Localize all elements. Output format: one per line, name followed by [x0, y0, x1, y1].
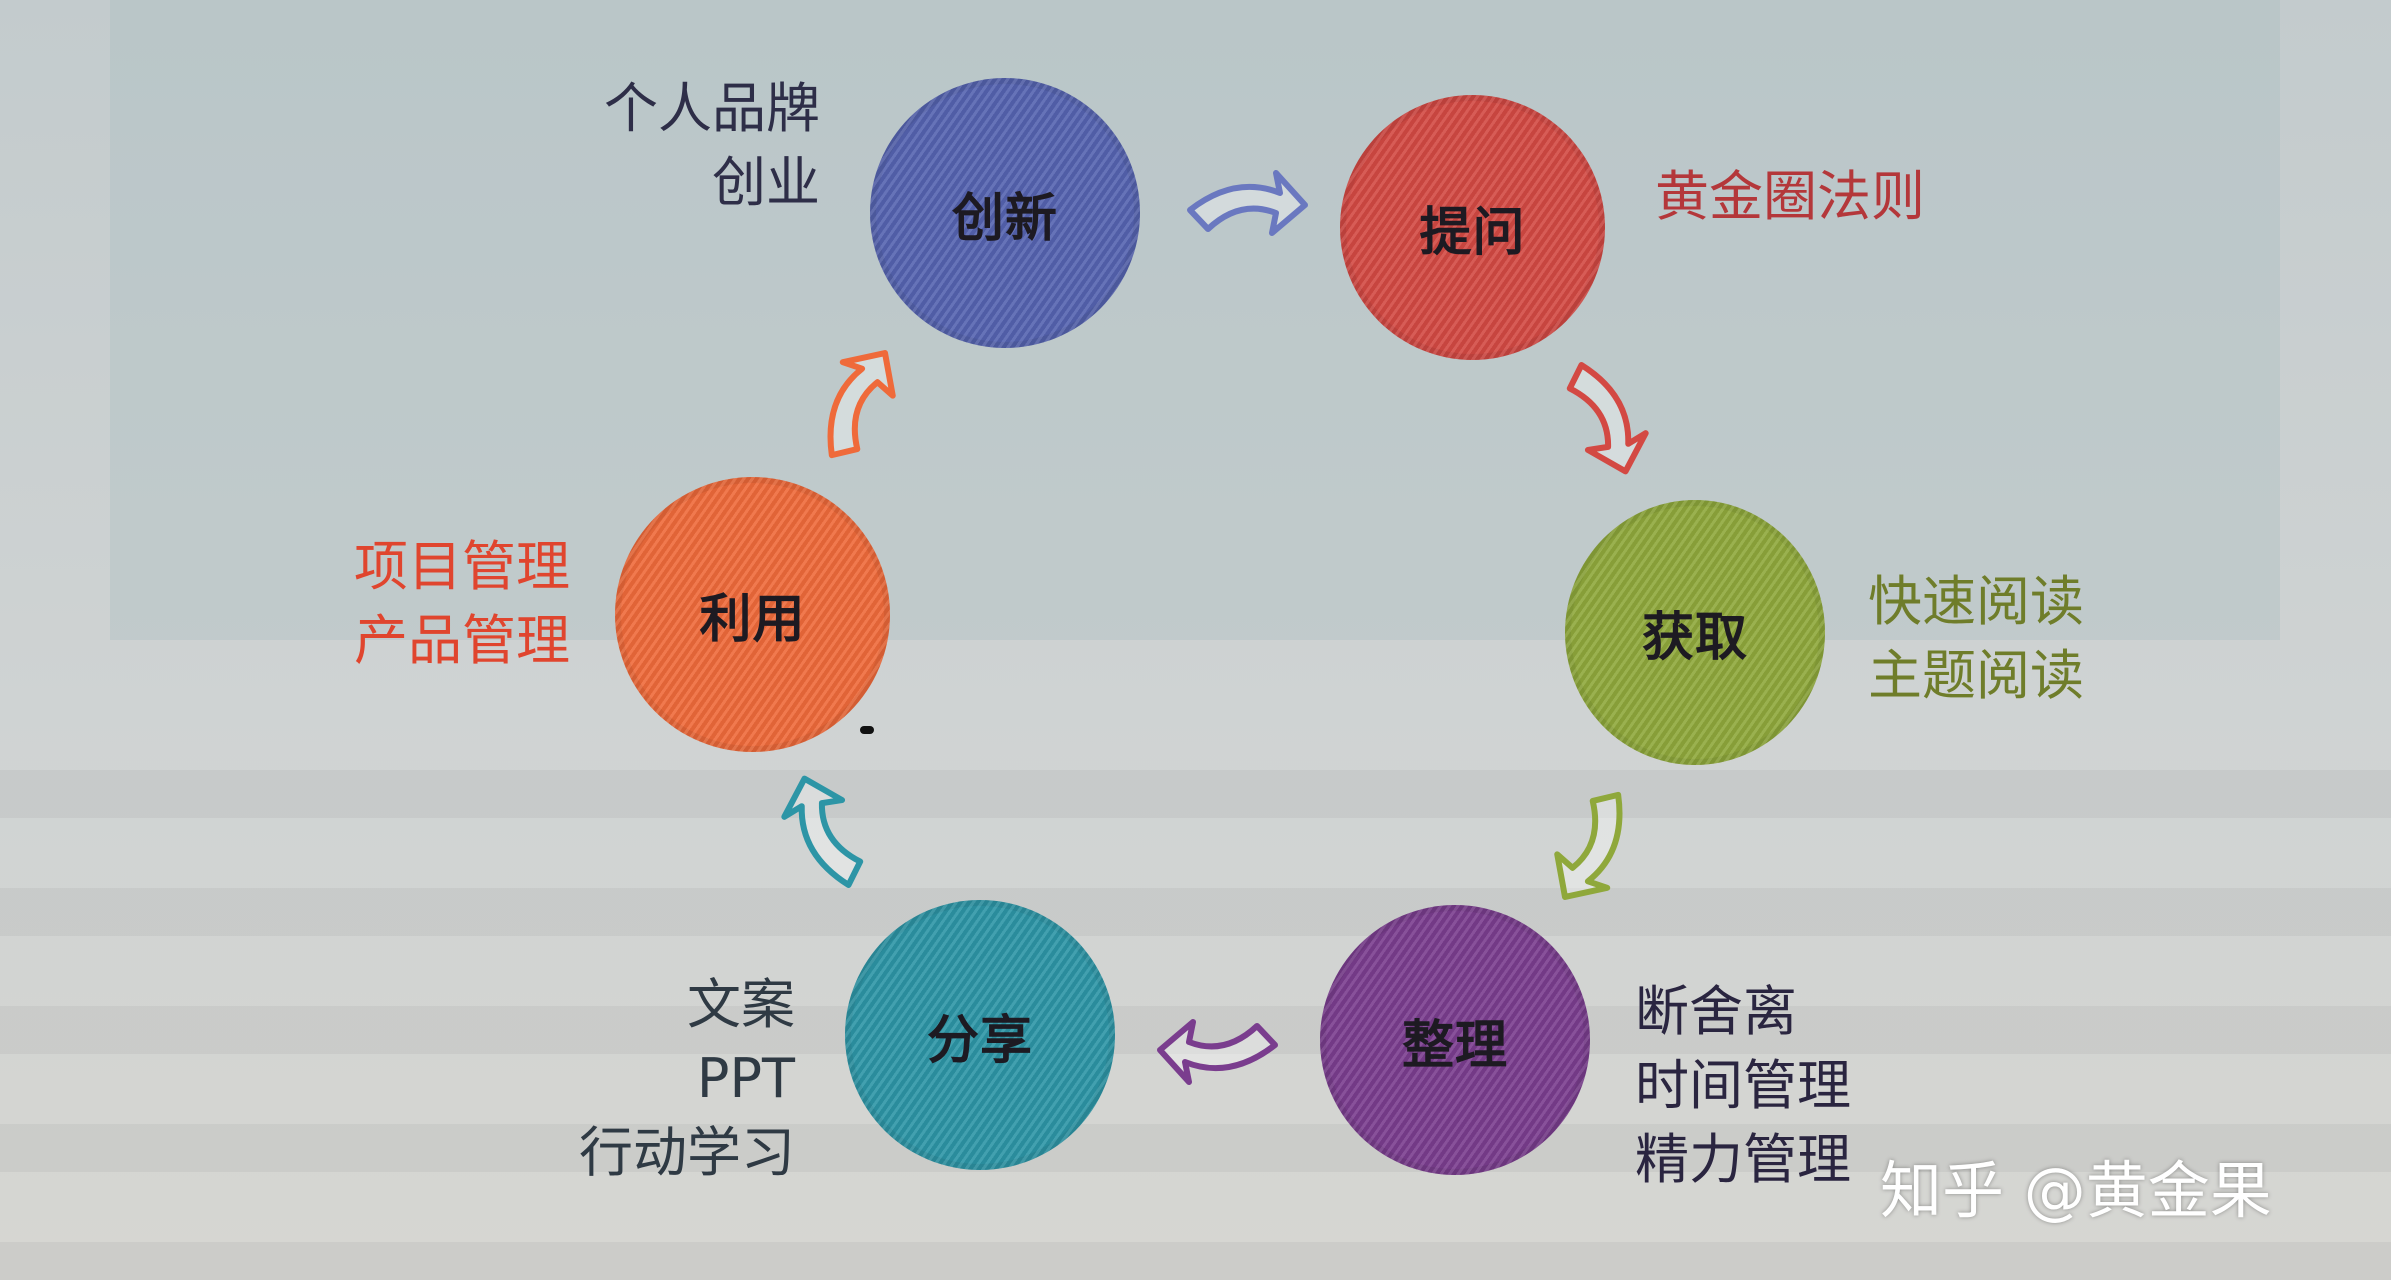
arrow-innovate-ask [1187, 170, 1308, 236]
arrow-ask-acquire [1566, 362, 1649, 475]
note-ask: 黄金圈法则 [1655, 160, 2055, 234]
note-share-line: 行动学习 [579, 1121, 795, 1184]
note-share: 文案 PPT 行动学习 [470, 968, 795, 1190]
node-share: 分享 [845, 900, 1115, 1170]
note-acquire: 快速阅读主题阅读 [1868, 565, 2188, 713]
node-ask-label: 提问 [1419, 203, 1526, 263]
node-innovate-label: 创新 [951, 188, 1058, 249]
note-utilize-line: 项目管理 [354, 535, 570, 598]
note-organize-line: 断舍离 [1635, 980, 1797, 1043]
note-organize: 断舍离时间管理精力管理 [1635, 975, 1995, 1197]
arrow-utilize-innovate [827, 350, 896, 459]
arrow-acquire-organize [1554, 791, 1623, 900]
node-organize-label: 整理 [1401, 1015, 1508, 1076]
note-innovate: 个人品牌创业 [520, 72, 820, 220]
watermark: 知乎 @黄金果 [1880, 1154, 2272, 1227]
node-utilize: 利用 [615, 477, 890, 752]
node-acquire: 获取 [1565, 500, 1825, 765]
note-organize-line: 精力管理 [1635, 1128, 1851, 1191]
arrow-share-utilize [781, 775, 864, 888]
note-organize-line: 时间管理 [1635, 1054, 1851, 1117]
note-innovate-line: 个人品牌 [604, 77, 820, 140]
note-share-line: 文案 [687, 973, 795, 1036]
node-innovate: 创新 [870, 78, 1140, 348]
note-utilize-line: 产品管理 [354, 609, 570, 672]
note-acquire-line: 快速阅读 [1868, 570, 2084, 633]
ink-mark [860, 726, 874, 734]
arrow-organize-share [1157, 1019, 1278, 1085]
note-share-line: PPT [696, 1047, 795, 1110]
shaded-panel [110, 0, 2280, 640]
node-utilize-label: 利用 [699, 590, 806, 650]
node-share-label: 分享 [926, 1010, 1033, 1071]
node-acquire-label: 获取 [1641, 608, 1748, 668]
note-utilize: 项目管理产品管理 [280, 530, 570, 678]
bleed-through-text [0, 700, 2391, 1280]
note-ask-line: 黄金圈法则 [1655, 165, 1925, 228]
note-acquire-line: 主题阅读 [1868, 644, 2084, 707]
node-organize: 整理 [1320, 905, 1590, 1175]
note-innovate-line: 创业 [712, 151, 820, 214]
node-ask: 提问 [1340, 95, 1605, 360]
